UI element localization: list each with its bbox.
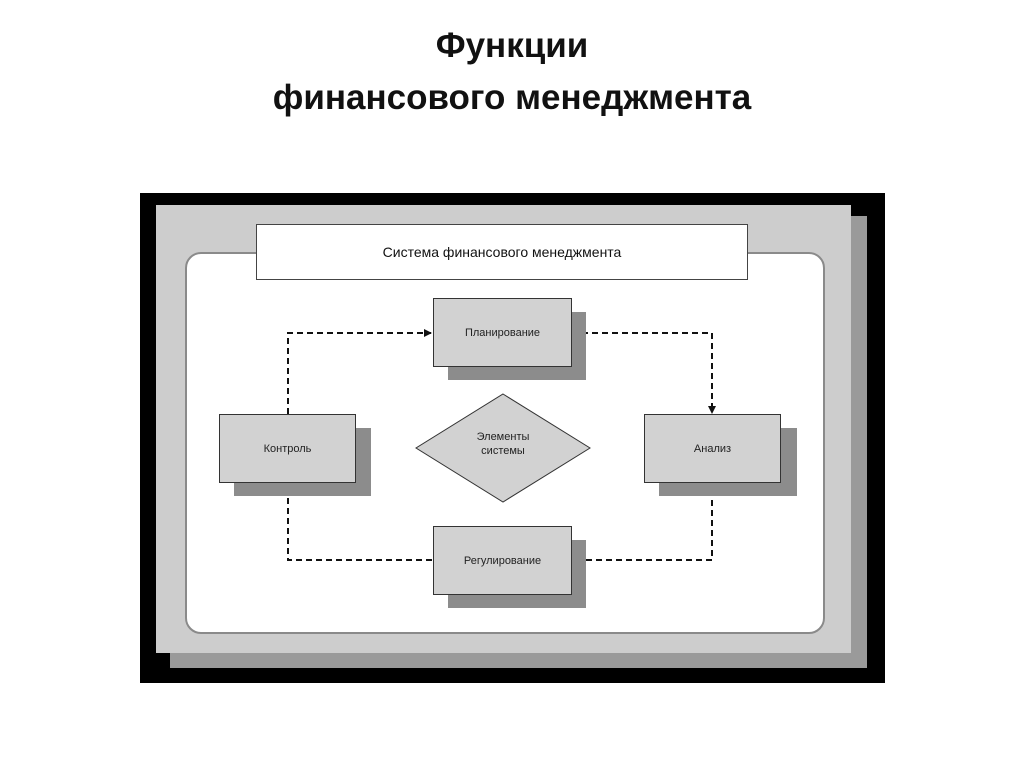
system-header: Система финансового менеджмента bbox=[256, 224, 748, 280]
planning-box: Планирование bbox=[433, 298, 572, 367]
connector-regulation-to-control bbox=[284, 484, 432, 561]
slide-title-line-1: Функции bbox=[435, 26, 589, 65]
analysis-box: Анализ bbox=[644, 414, 781, 483]
center-label-line1: Элементы bbox=[476, 431, 530, 443]
connector-planning-to-analysis bbox=[572, 332, 716, 414]
slide-title-line-2: финансового менеджмента bbox=[272, 78, 752, 117]
center-diamond-label: Элементы системы bbox=[438, 430, 568, 458]
regulation-box: Регулирование bbox=[433, 526, 572, 595]
control-box: Контроль bbox=[219, 414, 356, 483]
connector-analysis-to-regulation bbox=[573, 490, 713, 564]
connector-control-to-planning bbox=[287, 329, 432, 414]
center-diamond bbox=[415, 393, 591, 503]
center-label-line2: системы bbox=[481, 445, 525, 457]
